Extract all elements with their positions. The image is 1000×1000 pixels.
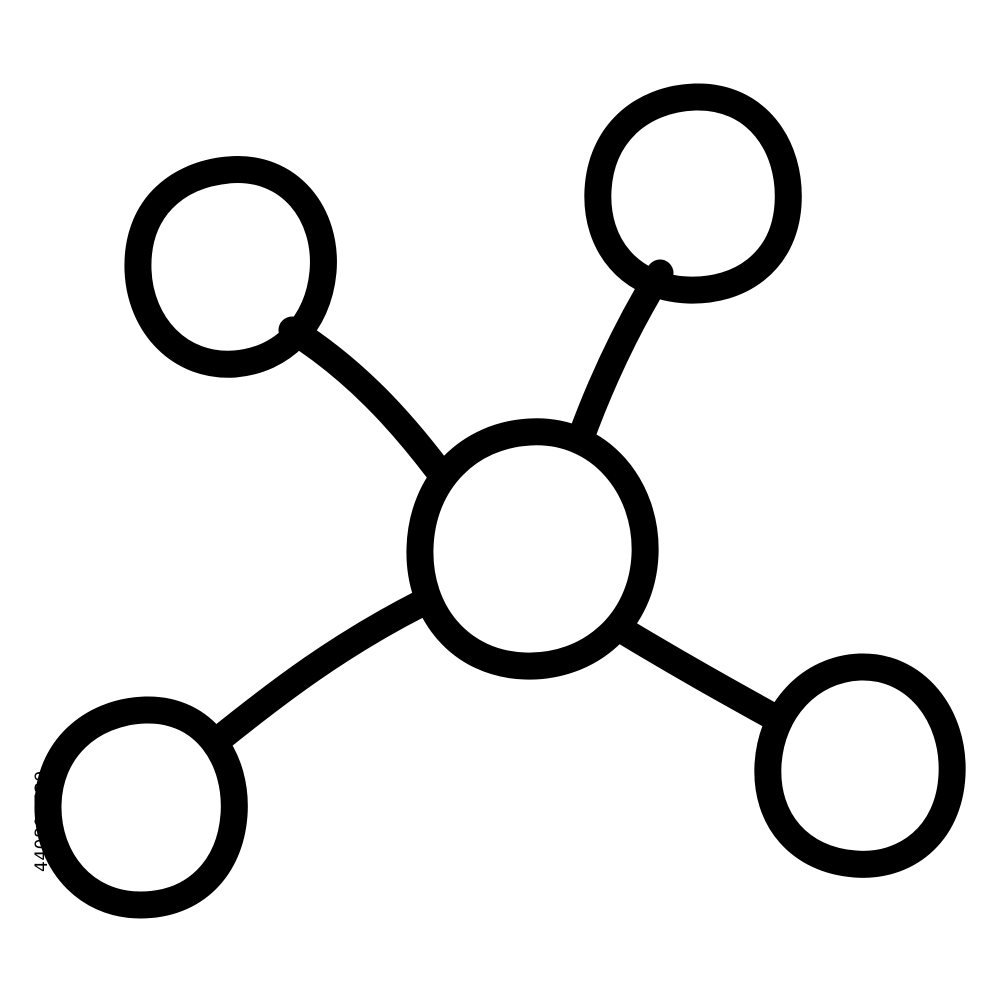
connector-line-bottom-right	[608, 616, 784, 729]
bottom-right-node-circle	[754, 653, 966, 878]
center-node-circle	[406, 418, 659, 680]
connector-line-top-right	[566, 259, 674, 454]
connector-line-bottom-left	[204, 591, 432, 754]
connector-line-top-left	[278, 316, 452, 484]
top-right-node-circle	[584, 83, 802, 304]
top-left-node-circle	[124, 156, 337, 378]
stock-id-text: 440808739	[32, 770, 52, 872]
bottom-left-node-circle	[34, 696, 248, 919]
